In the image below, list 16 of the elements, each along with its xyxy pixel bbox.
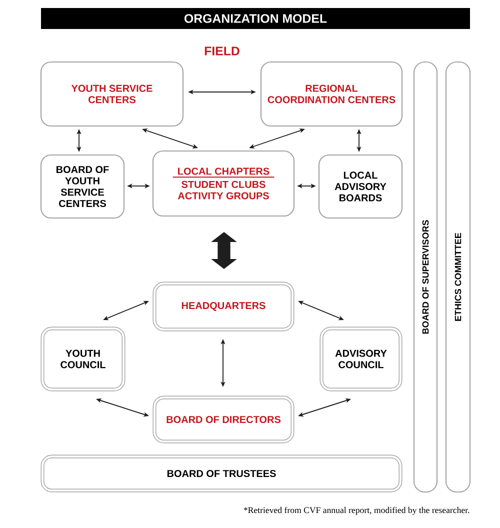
unit-box: BOARD OF DIRECTORS (152, 396, 294, 444)
unit-box: LOCAL ADVISORY BOARDS (318, 154, 403, 219)
unit-box: ADVISORY COUNCIL (320, 326, 402, 392)
unit-box: BOARD OF TRUSTEES (40, 454, 402, 492)
unit-box: HEADQUARTERS (152, 282, 294, 332)
unit-box: YOUTH SERVICE CENTERS (40, 61, 184, 127)
title-bar: ORGANIZATION MODEL (41, 8, 470, 29)
source-note: *Retrieved from CVF annual report, modified by the researcher. (244, 506, 470, 515)
unit-box: BOARD OF YOUTH SERVICE CENTERS (40, 154, 125, 219)
vertical-unit-box: ETHICS COMMITTEE (445, 61, 471, 493)
vertical-unit-box: BOARD OF SUPERVISORS (413, 61, 438, 493)
unit-box: REGIONAL COORDINATION CENTERS (260, 61, 403, 127)
unit-box: LOCAL CHAPTERS STUDENT CLUBS ACTIVITY GROUPS (152, 150, 295, 217)
unit-box: YOUTH COUNCIL (40, 326, 126, 392)
section-label: FIELD (204, 46, 240, 56)
double-arrow (211, 232, 237, 269)
